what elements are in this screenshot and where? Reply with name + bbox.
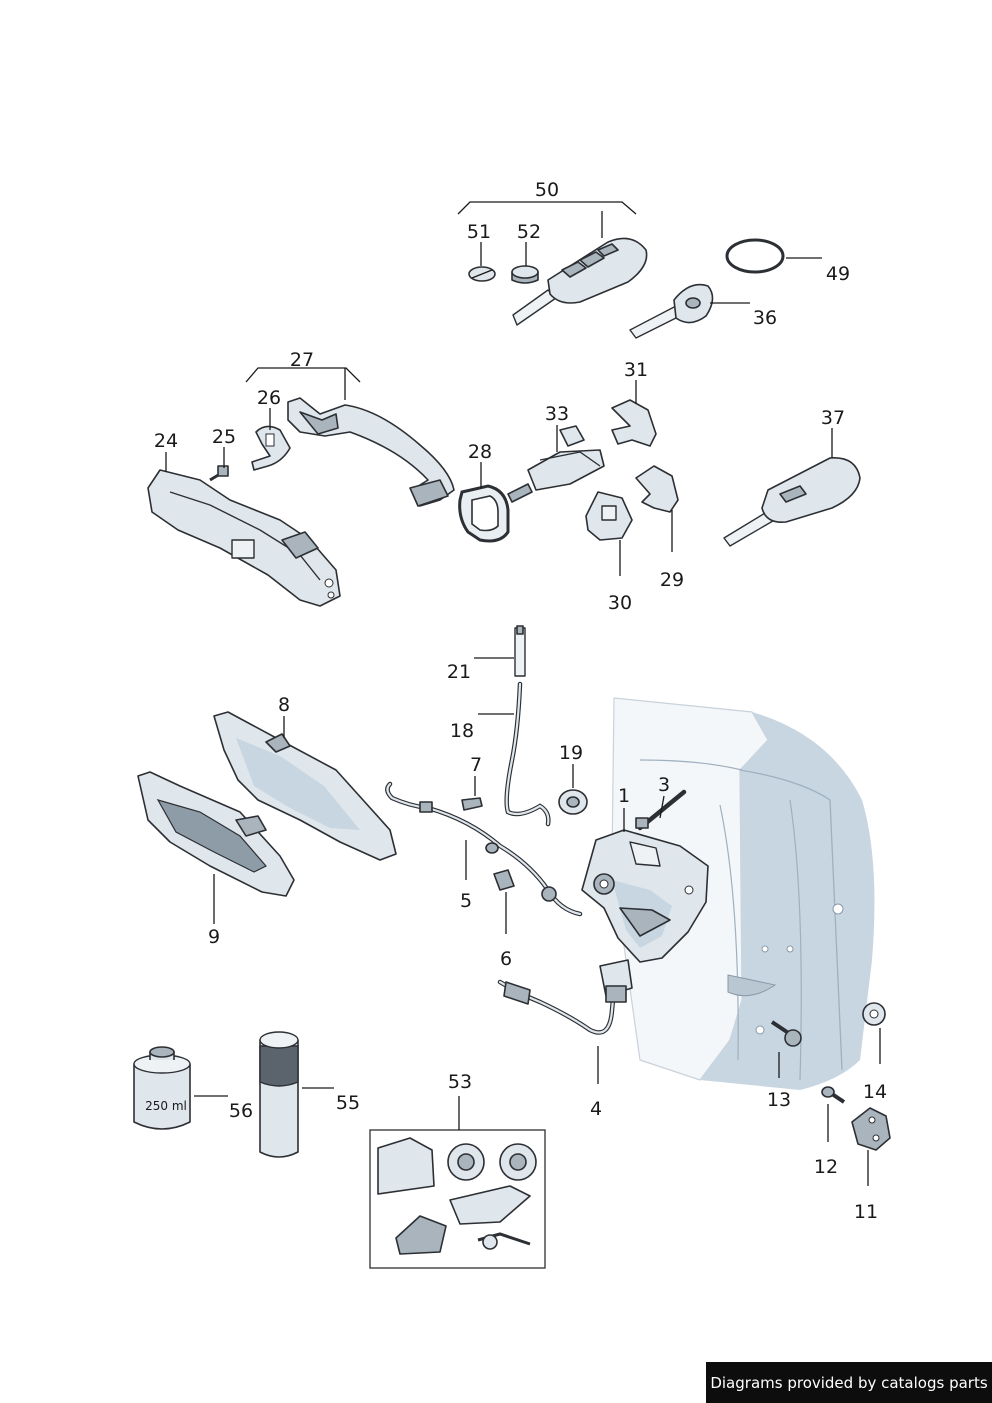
callout-51: 51 [467, 221, 491, 243]
battery-51 [468, 266, 496, 282]
bracket-31 [611, 399, 657, 447]
battery-52 [511, 265, 539, 284]
door-latch-1 [581, 829, 709, 963]
cable-5 [385, 781, 583, 917]
callout-1: 1 [618, 785, 630, 807]
rod-18 [504, 681, 551, 827]
can-volume-label: 250 ml [145, 1099, 187, 1113]
callout-52: 52 [517, 221, 541, 243]
callout-7: 7 [470, 754, 482, 776]
callout-labels: 50 51 52 49 36 27 31 26 33 37 25 24 28 2… [154, 179, 887, 1223]
repair-kit-53 [369, 1129, 546, 1269]
striker-11 [851, 1107, 891, 1151]
key-blade-36 [629, 283, 714, 339]
callout-55: 55 [336, 1092, 360, 1114]
callout-8: 8 [278, 694, 290, 716]
callout-27: 27 [290, 349, 314, 371]
callout-36: 36 [753, 307, 777, 329]
inner-handle-trim-9 [137, 771, 295, 897]
grease-can-56: 250 ml [133, 1046, 191, 1130]
clip-7 [461, 797, 483, 811]
callout-49: 49 [826, 263, 850, 285]
callout-5: 5 [460, 890, 472, 912]
callout-14: 14 [863, 1081, 887, 1103]
screw-13 [770, 1020, 802, 1047]
o-ring-49 [725, 238, 785, 274]
callout-25: 25 [212, 426, 236, 448]
harness-4 [497, 959, 633, 1035]
key-37 [723, 457, 861, 547]
callout-31: 31 [624, 359, 648, 381]
grommet-19 [558, 789, 588, 815]
callout-13: 13 [767, 1089, 791, 1111]
callout-9: 9 [208, 926, 220, 948]
callout-53: 53 [448, 1071, 472, 1093]
screw-12 [821, 1086, 846, 1104]
callout-12: 12 [814, 1156, 838, 1178]
leader-lines [165, 201, 881, 1186]
rod-21 [514, 625, 526, 677]
callout-37: 37 [821, 407, 845, 429]
callout-30: 30 [608, 592, 632, 614]
callout-26: 26 [257, 387, 281, 409]
callout-50: 50 [535, 179, 559, 201]
screw-25 [209, 465, 229, 482]
callout-21: 21 [447, 661, 471, 683]
lock-cylinder-33 [507, 425, 605, 503]
callout-6: 6 [500, 948, 512, 970]
cover-cap-26 [251, 425, 291, 471]
callout-24: 24 [154, 430, 178, 452]
callout-19: 19 [559, 742, 583, 764]
callout-28: 28 [468, 441, 492, 463]
gasket-28 [458, 484, 510, 543]
handle-27 [287, 397, 455, 507]
callout-4: 4 [590, 1098, 602, 1120]
callout-18: 18 [450, 720, 474, 742]
callout-11: 11 [854, 1201, 878, 1223]
callout-29: 29 [660, 569, 684, 591]
clip-6 [493, 869, 515, 891]
nut-14 [862, 1002, 886, 1026]
bracket-29 [635, 465, 679, 513]
spray-can-55 [259, 1031, 299, 1158]
handle-bracket-24 [147, 469, 341, 607]
remote-key-50 [512, 237, 648, 326]
callout-56: 56 [229, 1100, 253, 1122]
inner-handle-bezel-8 [213, 711, 397, 861]
callout-33: 33 [545, 403, 569, 425]
attribution-banner: Diagrams provided by catalogs parts [706, 1362, 992, 1403]
sleeve-30 [585, 491, 633, 541]
callout-3: 3 [658, 774, 670, 796]
